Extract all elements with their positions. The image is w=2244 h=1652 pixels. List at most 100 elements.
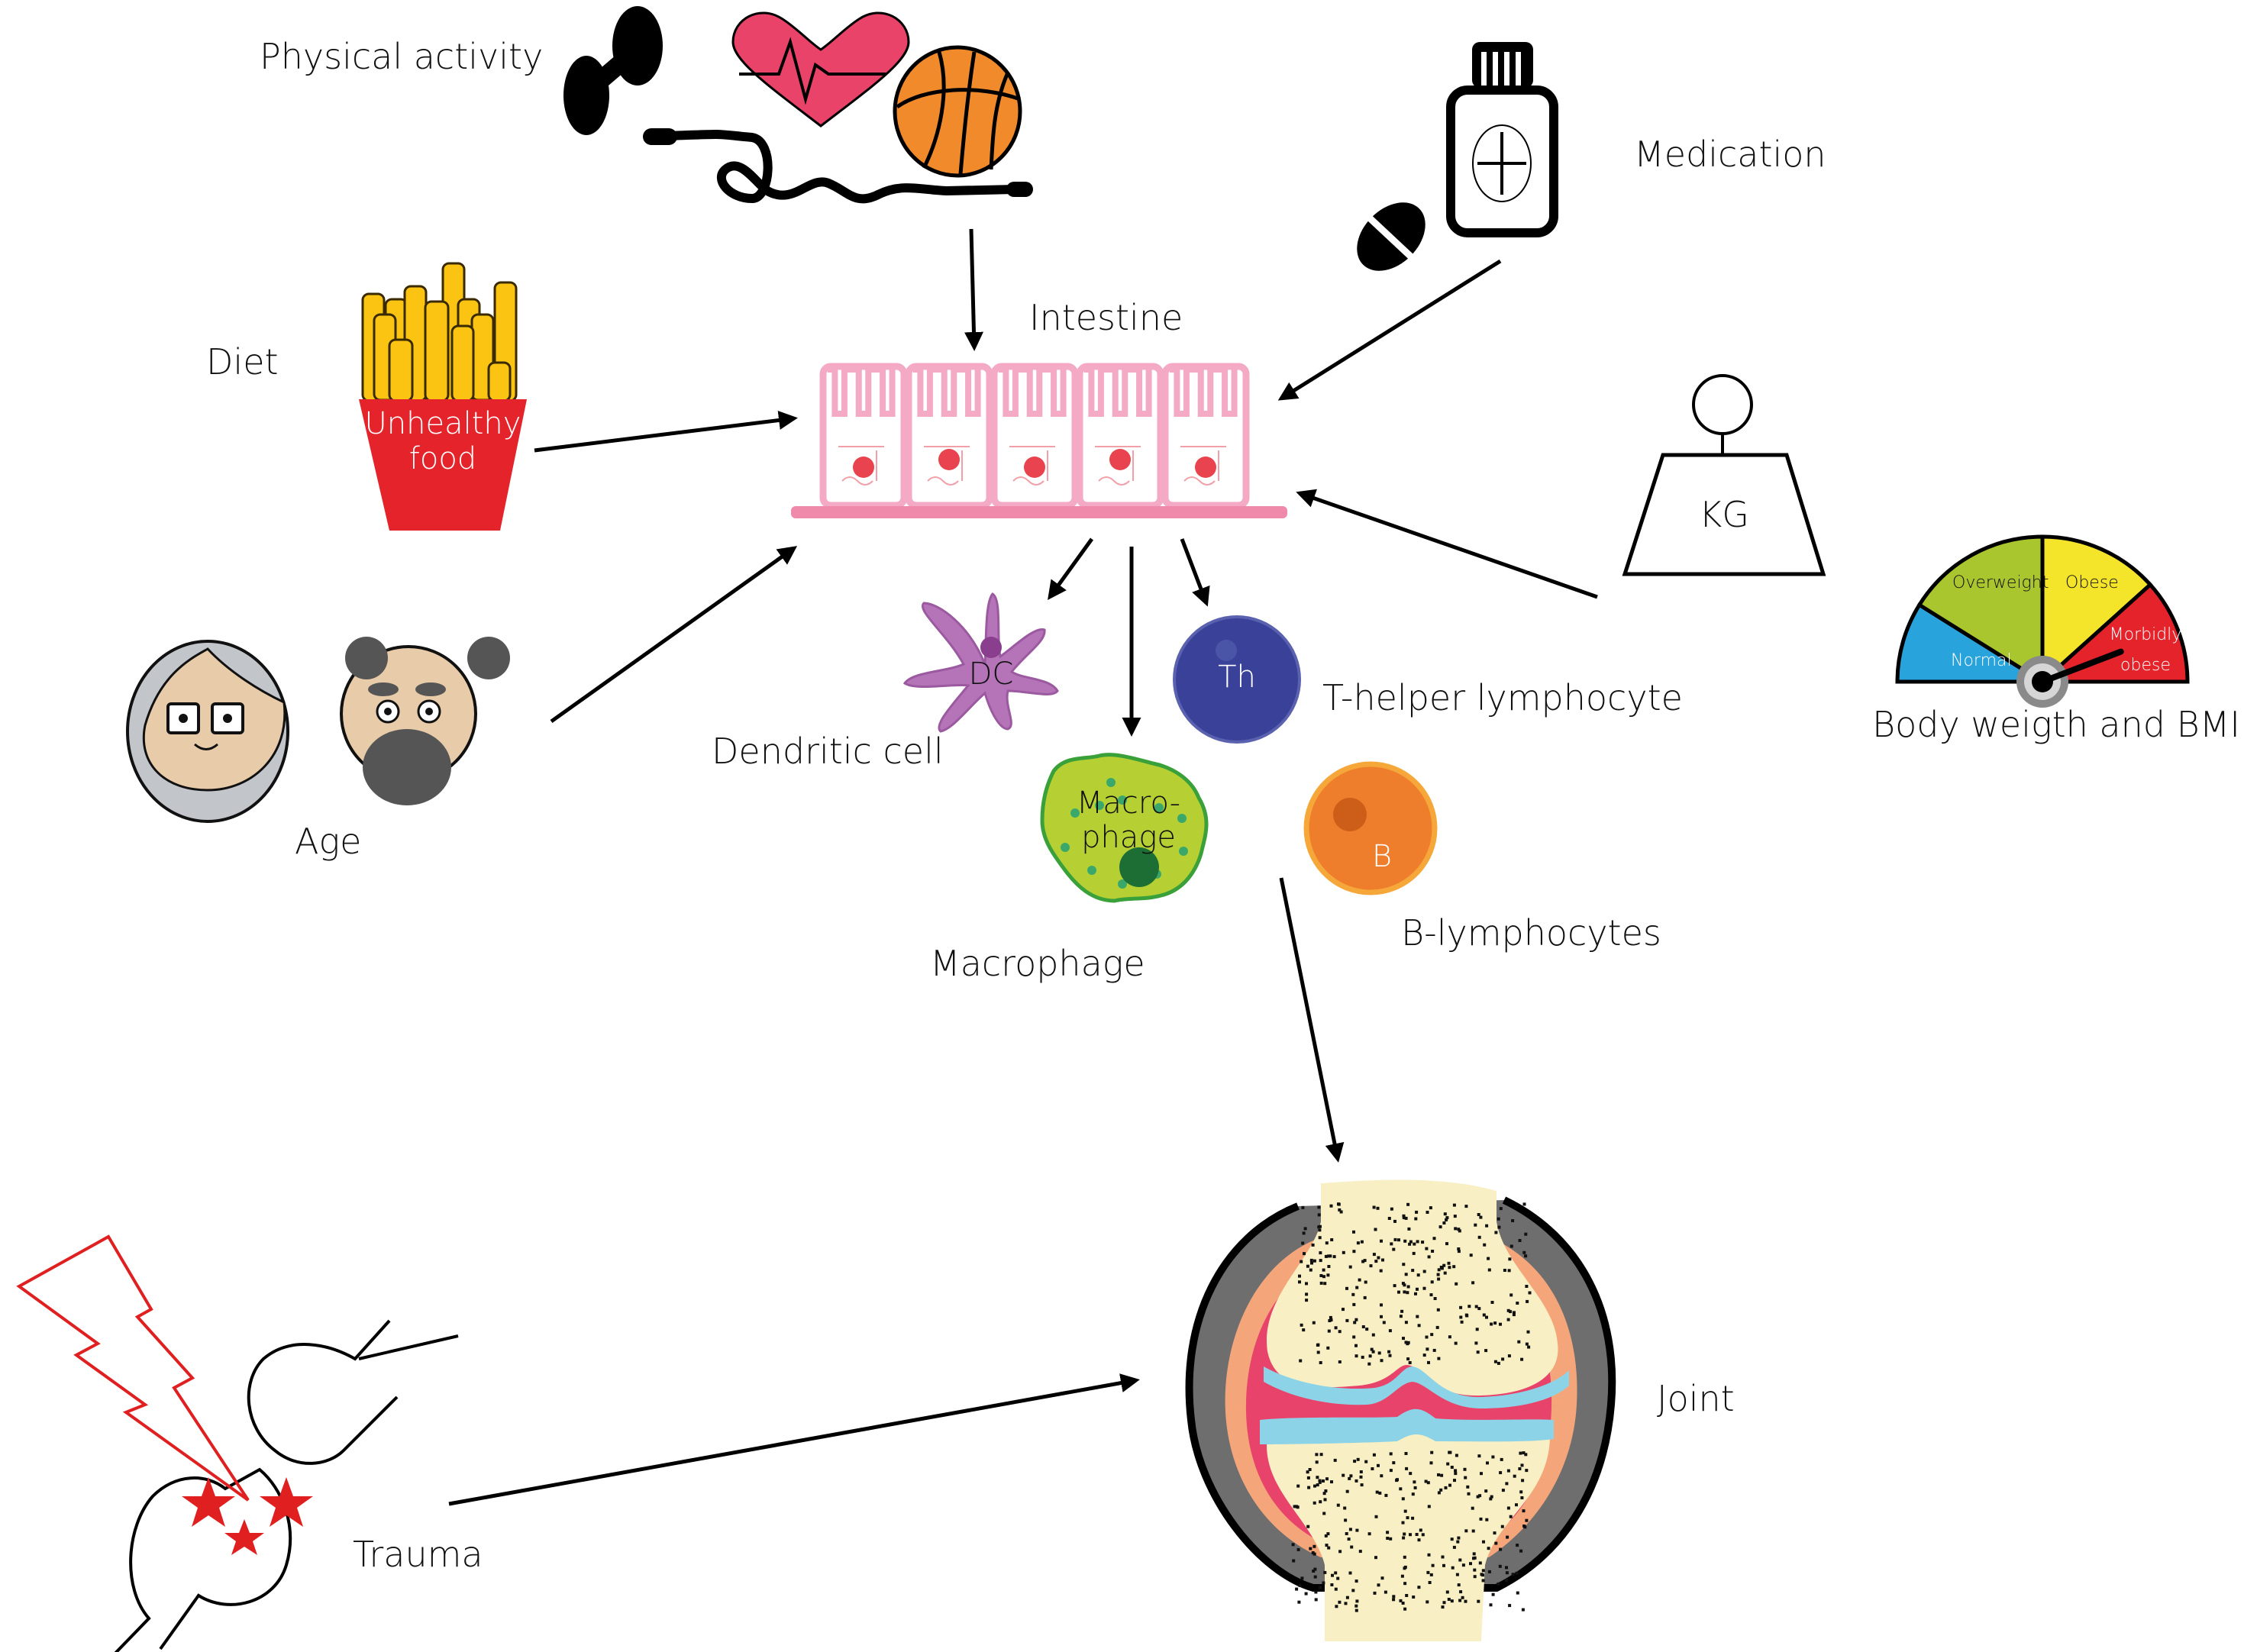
arrow-age-to-intestine <box>550 546 798 724</box>
bone-dot <box>1501 1489 1505 1492</box>
bone-dot <box>1487 1257 1490 1260</box>
bone-dot <box>1336 1576 1340 1580</box>
bone-dot <box>1316 1344 1319 1347</box>
bone-dot <box>1483 1243 1487 1247</box>
bone-dot <box>1330 1480 1333 1484</box>
bone-dot <box>1453 1215 1457 1218</box>
bone-dot <box>1338 1600 1342 1604</box>
bone-dot <box>1474 1223 1477 1227</box>
bone-dot <box>1355 1528 1359 1532</box>
bone-dot <box>1377 1256 1380 1260</box>
bone-dot <box>1442 1263 1446 1267</box>
bone-dot <box>1319 1274 1323 1277</box>
th-abbr: Th <box>1218 660 1256 695</box>
bone-dot <box>1442 1563 1445 1567</box>
bone-dot <box>1406 1516 1409 1520</box>
bone-dot <box>1516 1544 1519 1547</box>
bone-dot <box>1444 1486 1448 1489</box>
bone-dot <box>1319 1453 1323 1457</box>
bone-dot <box>1487 1268 1491 1272</box>
bone-dot <box>1454 1472 1458 1476</box>
bone-dot <box>1336 1503 1340 1507</box>
joint-upper-cartilage <box>1264 1366 1569 1408</box>
bone-dot <box>1474 1341 1478 1345</box>
bone-dot <box>1461 1563 1465 1567</box>
bone-dot <box>1505 1579 1508 1583</box>
bone-dot <box>1364 1460 1368 1463</box>
bone-dot <box>1429 1293 1433 1297</box>
bone-dot <box>1487 1570 1491 1573</box>
bone-dot <box>1484 1349 1488 1353</box>
diet-group: Diet Unhealthy food <box>206 262 527 531</box>
bone-dot <box>1455 1282 1458 1286</box>
cell-nucleus <box>1109 449 1131 470</box>
bone-dot <box>1361 1260 1365 1263</box>
bone-dot <box>1317 1225 1321 1229</box>
bone-dot <box>1360 1240 1364 1244</box>
bone-dot <box>1317 1205 1321 1209</box>
bone-dot <box>1380 1315 1383 1318</box>
bone-dot <box>1509 1515 1513 1518</box>
t-helper-label: T-helper lymphocyte <box>1322 677 1683 718</box>
bone-dot <box>1485 1315 1488 1319</box>
bone-dot <box>1307 1486 1311 1489</box>
bone-dot <box>1422 1286 1426 1290</box>
bone-dot <box>1458 1558 1462 1562</box>
bone-dot <box>1324 1489 1328 1492</box>
bone-dot <box>1524 1232 1528 1236</box>
dendritic-cell-group: DC Dendritic cell <box>712 592 1059 772</box>
bone-dot <box>1301 1241 1305 1245</box>
arrow-activity-to-intestine <box>964 228 983 351</box>
bone-dot <box>1464 1529 1468 1533</box>
gauge-segment-normal <box>1895 602 2049 684</box>
bone-dot <box>1411 1492 1415 1496</box>
bone-dot <box>1363 1259 1367 1263</box>
bone-dot <box>1313 1575 1317 1579</box>
diet-label: Diet <box>206 341 279 382</box>
macrophage-abbr-line2: phage <box>1081 820 1176 855</box>
bone-dot <box>1319 1259 1322 1263</box>
bone-dot <box>1380 1239 1383 1243</box>
joint-lower-bone <box>1267 1418 1550 1641</box>
bone-dot <box>1433 1297 1437 1300</box>
fries-box <box>359 399 527 531</box>
bone-dot <box>1305 1292 1309 1296</box>
bone-dot <box>1300 1323 1303 1327</box>
bone-dot <box>1406 1357 1410 1361</box>
bone-dot <box>1413 1242 1416 1246</box>
bone-dot <box>1318 1480 1322 1484</box>
bone-dot <box>1471 1281 1475 1285</box>
bone-dot <box>1397 1238 1400 1242</box>
bone-dot <box>1403 1607 1407 1611</box>
arrow-intestine-to-th <box>1180 538 1210 607</box>
bone-dot <box>1441 1605 1445 1609</box>
bone-dot <box>1403 1565 1407 1569</box>
bone-dot <box>1323 1498 1327 1502</box>
bone-dot <box>1377 1463 1380 1467</box>
bone-dot <box>1525 1469 1529 1473</box>
bone-dot <box>1429 1573 1433 1576</box>
bone-dot <box>1519 1451 1522 1455</box>
bone-dot <box>1409 1240 1413 1244</box>
bone-dot <box>1404 1452 1408 1455</box>
bone-dot <box>1378 1491 1382 1495</box>
bone-dot <box>1345 1596 1349 1599</box>
bone-dot <box>1354 1608 1358 1612</box>
bone-dot <box>1452 1203 1456 1207</box>
bone-dot <box>1431 1563 1435 1567</box>
bone-dot <box>1446 1462 1450 1466</box>
bone-dot <box>1464 1205 1468 1208</box>
bone-dot <box>1314 1598 1318 1602</box>
kg-label: KG <box>1699 494 1749 535</box>
bone-dot <box>1387 1350 1391 1354</box>
bone-dot <box>1428 1581 1432 1584</box>
bone-dot <box>1493 1321 1497 1325</box>
bone-dot <box>1480 1472 1483 1476</box>
t-helper-group: Th T-helper lymphocyte <box>1173 615 1683 744</box>
bone-dot <box>1481 1573 1485 1577</box>
bone-dot <box>1482 1313 1486 1317</box>
bone-dot <box>1439 1488 1443 1492</box>
bone-dot <box>1348 1528 1352 1531</box>
bone-dot <box>1448 1450 1451 1454</box>
bone-dot <box>1427 1553 1431 1557</box>
